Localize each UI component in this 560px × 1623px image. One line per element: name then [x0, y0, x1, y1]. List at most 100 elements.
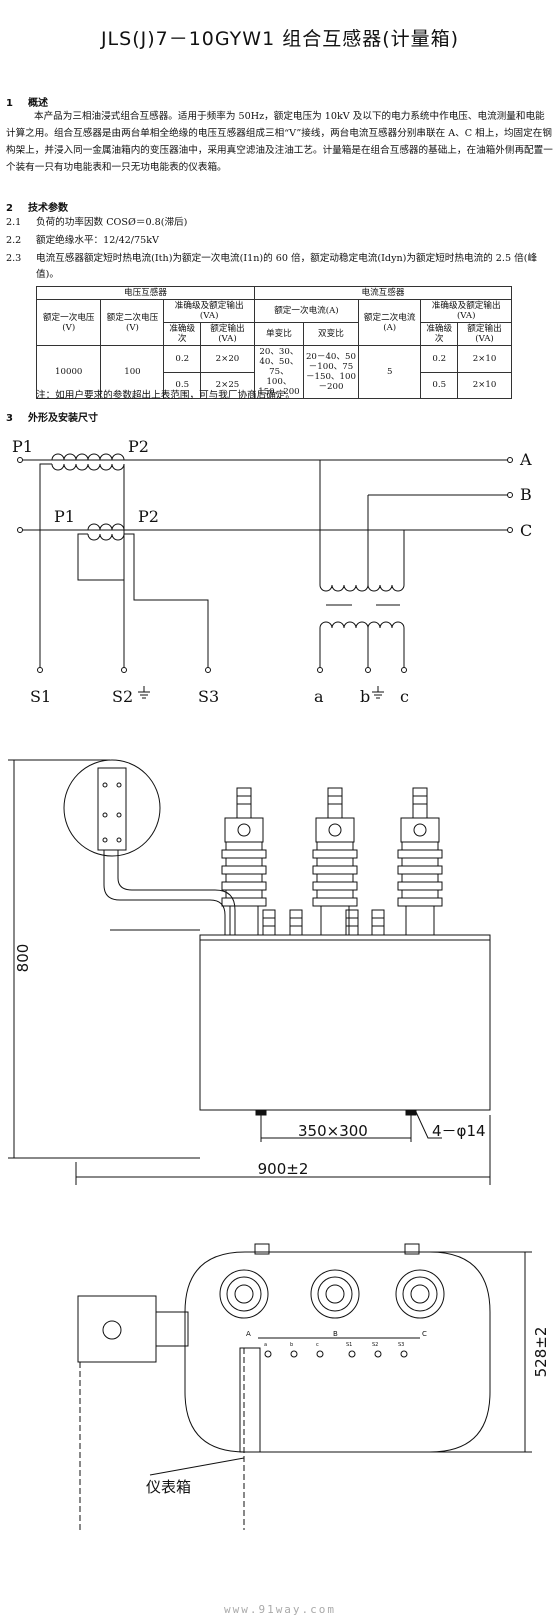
param-text: 额定绝缘水平：12/42/75kV: [36, 235, 159, 246]
label-a: A: [246, 1330, 251, 1338]
label-s1: S1: [30, 687, 51, 706]
label-b: b: [360, 687, 370, 706]
dual-ratio-header: 双变比: [302, 322, 359, 346]
meter-box-gland: [102, 1320, 122, 1340]
cover-plate: [239, 1347, 261, 1453]
mounting-foot: [404, 1243, 420, 1255]
secondary-bushing: [262, 909, 276, 936]
meter-box-bracket: [97, 767, 127, 851]
high-voltage-bushing: [397, 787, 443, 936]
primary-voltage-header: 额定一次电压(V): [35, 299, 102, 346]
section-title: 概述: [28, 98, 48, 109]
secondary-bushing: [345, 909, 359, 936]
bolt-icon: [116, 837, 122, 843]
bolt-icon: [102, 812, 108, 818]
spec-table: 电压互感器 电流互感器 额定一次电压(V) 额定二次电压(V) 准确级及额定输出…: [35, 286, 513, 399]
terminal: [316, 1350, 324, 1358]
ct-accuracy-value: 0.2: [420, 345, 458, 373]
ct-output-value: 2×10: [457, 345, 512, 373]
section-number: 2: [6, 203, 13, 214]
ct-output-value: 2×10: [457, 371, 512, 399]
height-dimension: 800: [14, 944, 32, 973]
vt-output-header: 额定输出(VA): [200, 322, 255, 346]
bushing-top-view: [310, 1269, 360, 1319]
label-b: B: [333, 1330, 338, 1338]
watermark: www.91way.com: [223, 1603, 337, 1616]
ct-primary-coil: [87, 523, 125, 531]
meter-box-arm: [155, 1311, 189, 1347]
vt-accuracy-header: 准确级次: [163, 322, 201, 346]
vt-primary-coil: [367, 584, 405, 592]
holes-dimension: 4－φ14: [432, 1122, 486, 1140]
conduit: [117, 850, 236, 935]
section-number: 1: [6, 98, 13, 109]
terminal: [348, 1350, 356, 1358]
param-text: 负荷的功率因数 COSØ＝0.8(滞后): [36, 217, 188, 228]
terminal: [507, 457, 513, 463]
ct-secondary-coil: [51, 463, 125, 471]
terminal-label: S2: [372, 1342, 378, 1348]
label-phase-a: A: [519, 450, 532, 469]
label-phase-b: B: [520, 485, 532, 504]
ground-icon: [138, 686, 150, 699]
terminal: [17, 457, 23, 463]
dual-ratio-values: 20－40、50－100、75－150、100－200: [302, 345, 359, 399]
ct-primary-coil: [51, 453, 125, 461]
label-c: c: [400, 687, 409, 706]
label-phase-c: C: [520, 521, 532, 540]
label-p1: P1: [54, 507, 75, 526]
terminal: [507, 492, 513, 498]
ct-group-header: 电流互感器: [253, 286, 513, 300]
section-title: 技术参数: [28, 203, 68, 214]
terminal: [37, 667, 43, 673]
terminal-label: c: [316, 1342, 319, 1348]
terminal: [507, 527, 513, 533]
front-elevation-drawing: 800 350×300 4－φ14 900±2: [8, 759, 491, 1185]
section-1-heading: 1 概述: [6, 94, 48, 109]
terminal-label: b: [290, 1342, 293, 1348]
param-text: 电流互感器额定短时热电流(Ith)为额定一次电流(I1n)的 60 倍，额定动稳…: [36, 253, 538, 280]
terminal: [365, 667, 371, 673]
leader-line: [149, 1457, 245, 1476]
vt-primary-value: 10000: [35, 345, 102, 399]
high-voltage-bushing: [312, 787, 358, 936]
vt-accuracy-output-header: 准确级及额定输出(VA): [163, 299, 255, 323]
bolt-icon: [116, 782, 122, 788]
vt-accuracy-value: 0.2: [163, 345, 201, 373]
meter-box: [77, 1295, 157, 1363]
table-note: 注：如用户要求的参数超出上表范围，可与我厂协商后确定。: [36, 390, 296, 401]
bolt-icon: [116, 812, 122, 818]
label-s3: S3: [198, 687, 219, 706]
meter-box-label: 仪表箱: [146, 1478, 191, 1496]
param-number: 2.3: [6, 253, 22, 264]
ct-output-header: 额定输出(VA): [457, 322, 512, 346]
label-c: C: [422, 1330, 427, 1338]
vt-secondary-coil: [367, 621, 405, 629]
bushing-top-view: [219, 1269, 269, 1319]
terminal: [401, 667, 407, 673]
terminal: [17, 527, 23, 533]
primary-current-header: 额定一次电流(A): [253, 299, 359, 323]
wiring-diagram: P1 P2 P1 P2 A B C S1 S2 S3 a b c: [12, 437, 532, 706]
label-p1: P1: [12, 437, 33, 456]
oil-tank: [199, 934, 491, 1111]
label-p2: P2: [138, 507, 159, 526]
overview-paragraph: 本产品为三相油浸式组合互感器。适用于频率为 50Hz，额定电压为 10kV 及以…: [6, 111, 553, 173]
lead-s1: [39, 463, 52, 668]
width-dimension: 900±2: [258, 1160, 309, 1178]
top-view-drawing: A B C a b c S1 S2 S3 528±2 仪表箱: [77, 1243, 550, 1530]
bolt-icon: [102, 782, 108, 788]
leader-line: [415, 1111, 442, 1139]
ct-accuracy-header: 准确级次: [420, 322, 458, 346]
single-ratio-header: 单变比: [253, 322, 304, 346]
param-item: 2.3 电流互感器额定短时热电流(Ith)为额定一次电流(I1n)的 60 倍，额…: [6, 251, 554, 283]
page-title: JLS(J)7－10GYW1 组合互感器(计量箱): [100, 28, 460, 50]
bushing-top-view: [395, 1269, 445, 1319]
secondary-bushing: [371, 909, 385, 936]
depth-dimension: 528±2: [532, 1327, 550, 1378]
secondary-current-header: 额定二次电流(A): [357, 299, 422, 346]
vt-secondary-coil: [319, 621, 369, 629]
